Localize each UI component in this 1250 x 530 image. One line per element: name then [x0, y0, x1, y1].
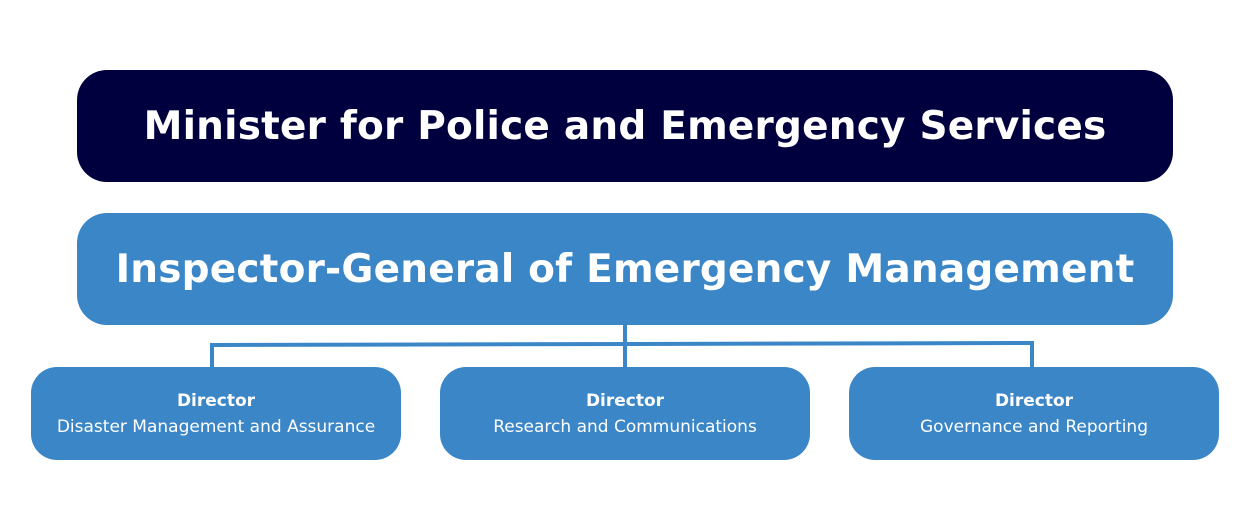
connector-bar	[211, 341, 1033, 347]
minister-node: Minister for Police and Emergency Servic…	[77, 70, 1173, 182]
inspector-general-title: Inspector-General of Emergency Managemen…	[115, 246, 1135, 292]
director-subtitle: Research and Communications	[493, 416, 757, 437]
minister-title: Minister for Police and Emergency Servic…	[143, 103, 1107, 149]
director-title: Director	[176, 390, 256, 411]
director-node-disaster-management: Director Disaster Management and Assuran…	[31, 367, 401, 460]
director-subtitle: Governance and Reporting	[920, 416, 1148, 437]
director-subtitle: Disaster Management and Assurance	[56, 416, 376, 437]
director-title: Director	[585, 390, 665, 411]
director-node-research-communications: Director Research and Communications	[440, 367, 810, 460]
director-title: Director	[994, 390, 1074, 411]
inspector-general-node: Inspector-General of Emergency Managemen…	[77, 213, 1173, 325]
director-node-governance-reporting: Director Governance and Reporting	[849, 367, 1219, 460]
